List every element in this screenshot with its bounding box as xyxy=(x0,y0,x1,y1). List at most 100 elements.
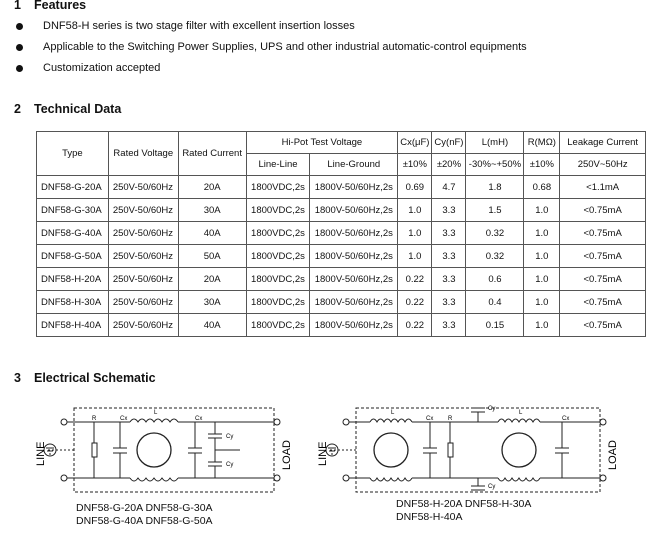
cy-label-2: Cy xyxy=(226,462,233,468)
table-cell: 250V-50/60Hz xyxy=(107,290,179,314)
table-cell: 1800V-50/60Hz,2s xyxy=(309,267,399,291)
resistor-r xyxy=(91,442,98,458)
table-cell: DNF58-G-50A xyxy=(36,244,109,268)
table-cell: 1800V-50/60Hz,2s xyxy=(309,313,399,337)
table-cell: 1800VDC,2s xyxy=(245,290,311,314)
table-cell: 1.0 xyxy=(523,198,561,222)
header-l-tol: -30%~+50% xyxy=(465,153,525,176)
table-cell: 3.3 xyxy=(431,244,467,268)
header-r-tol: ±10% xyxy=(523,153,561,176)
header-l: L(mH) xyxy=(465,131,525,154)
cy-label-2: Cy xyxy=(488,484,495,490)
header-cy: Cy(nF) xyxy=(431,131,467,154)
table-cell: 0.15 xyxy=(465,313,525,337)
table-cell: 1800VDC,2s xyxy=(245,267,311,291)
table-cell: 1.0 xyxy=(397,221,433,245)
table-cell: 250V-50/60Hz xyxy=(107,221,179,245)
header-type: Type xyxy=(36,131,109,176)
header-hipot: Hi-Pot Test Voltage xyxy=(245,131,399,154)
bullet-icon xyxy=(16,65,23,72)
table-cell: 50A xyxy=(177,244,247,268)
load-terminal-bottom xyxy=(273,474,281,482)
table-cell: 3.3 xyxy=(431,313,467,337)
cy-label: Cy xyxy=(226,434,233,440)
table-cell: <0.75mA xyxy=(559,198,646,222)
feature-item: Applicable to the Switching Power Suppli… xyxy=(14,37,527,58)
table-cell: 0.6 xyxy=(465,267,525,291)
line-terminal-bottom xyxy=(60,474,68,482)
load-label: LOAD xyxy=(607,440,619,470)
cx-label-2: Cx xyxy=(195,416,202,422)
table-cell: 250V-50/60Hz xyxy=(107,175,179,199)
table-cell: 1800VDC,2s xyxy=(245,175,311,199)
table-cell: 1.0 xyxy=(523,221,561,245)
table-cell: 1.0 xyxy=(397,198,433,222)
table-cell: <0.75mA xyxy=(559,313,646,337)
line-label: LINE xyxy=(35,442,47,466)
table-cell: 3.3 xyxy=(431,267,467,291)
line-terminal-top xyxy=(60,418,68,426)
g-series-schematic: LINE LOAD R Cx L Cx Cy Cy xyxy=(35,407,293,493)
table-cell: 0.69 xyxy=(397,175,433,199)
table-cell: 3.3 xyxy=(431,198,467,222)
header-line-line: Line-Line xyxy=(245,153,311,176)
table-cell: 0.22 xyxy=(397,313,433,337)
table-cell: 250V-50/60Hz xyxy=(107,198,179,222)
technical-data-table: Type Rated Voltage Rated Current Hi-Pot … xyxy=(36,131,646,337)
table-cell: 20A xyxy=(177,267,247,291)
feature-item: DNF58-H series is two stage filter with … xyxy=(14,16,527,37)
choke-winding-bottom xyxy=(129,477,179,482)
line-label: LINE xyxy=(317,442,329,466)
header-r: R(MΩ) xyxy=(523,131,561,154)
header-cx-tol: ±10% xyxy=(397,153,433,176)
r-label: R xyxy=(448,416,453,422)
table-cell: 1.0 xyxy=(523,267,561,291)
g-models-caption: DNF58-G-20A DNF58-G-30A DNF58-G-40A DNF5… xyxy=(76,502,213,527)
table-cell: 1800V-50/60Hz,2s xyxy=(309,290,399,314)
table-cell: <0.75mA xyxy=(559,290,646,314)
table-cell: 1.5 xyxy=(465,198,525,222)
table-cell: 1.0 xyxy=(523,290,561,314)
ground-icon xyxy=(43,443,57,457)
table-cell: 0.68 xyxy=(523,175,561,199)
table-cell: DNF58-H-40A xyxy=(36,313,109,337)
table-cell: 1800VDC,2s xyxy=(245,198,311,222)
table-cell: 0.32 xyxy=(465,221,525,245)
header-rated-voltage: Rated Voltage xyxy=(107,131,179,176)
l-label: L xyxy=(391,410,395,416)
bullet-icon xyxy=(16,44,23,51)
table-cell: 1800VDC,2s xyxy=(245,313,311,337)
table-cell: <0.75mA xyxy=(559,244,646,268)
l-label-2: L xyxy=(519,410,523,416)
choke-core-1 xyxy=(373,432,409,468)
table-cell: DNF58-H-30A xyxy=(36,290,109,314)
table-cell: 1800V-50/60Hz,2s xyxy=(309,198,399,222)
table-cell: 1.0 xyxy=(397,244,433,268)
table-cell: 1800V-50/60Hz,2s xyxy=(309,221,399,245)
table-cell: 0.4 xyxy=(465,290,525,314)
table-cell: 20A xyxy=(177,175,247,199)
cx-label-2: Cx xyxy=(562,416,569,422)
header-rated-current: Rated Current xyxy=(177,131,247,176)
table-cell: DNF58-H-20A xyxy=(36,267,109,291)
table-cell: 0.22 xyxy=(397,290,433,314)
r-label: R xyxy=(92,416,97,422)
cx-label: Cx xyxy=(120,416,127,422)
cy-label: Cy xyxy=(488,406,495,412)
header-line-ground: Line-Ground xyxy=(309,153,399,176)
table-cell: 30A xyxy=(177,198,247,222)
table-cell: 30A xyxy=(177,290,247,314)
table-cell: 0.32 xyxy=(465,244,525,268)
header-cy-tol: ±20% xyxy=(431,153,467,176)
enclosure-outline xyxy=(73,407,275,493)
table-cell: <0.75mA xyxy=(559,221,646,245)
